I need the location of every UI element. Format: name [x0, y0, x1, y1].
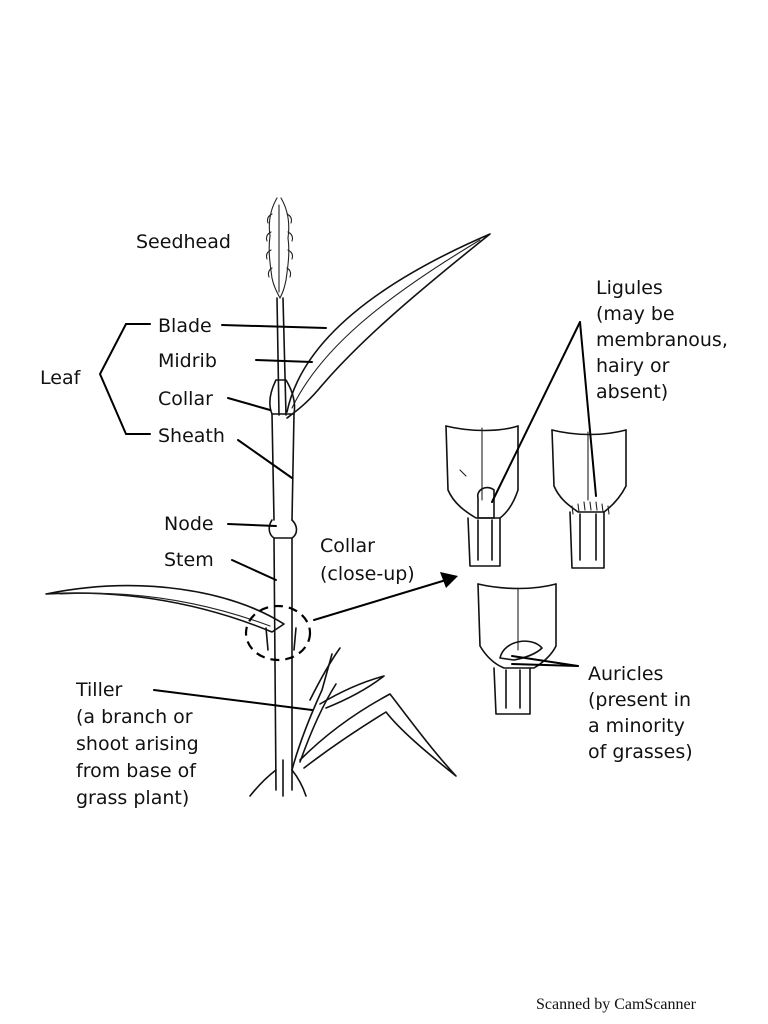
auricles-label: Auricles (present in a minority of grass… [588, 663, 697, 763]
seedhead-label: Seedhead [136, 231, 231, 253]
sheath-drawing [271, 413, 295, 521]
collar-closeup-label: Collar (close-up) [320, 535, 415, 585]
ligule-closeup-right [551, 429, 627, 569]
tiller-drawing [291, 653, 337, 771]
tiller-leader [153, 689, 313, 711]
sheath-leader [237, 439, 293, 479]
tiller-label: Tiller (a branch or shoot arising from b… [75, 679, 205, 809]
node-label: Node [164, 513, 214, 535]
blade-leader [221, 324, 327, 329]
lower-leaf-blade [45, 584, 285, 633]
midrib-leader [255, 359, 313, 363]
leaf-bracket [98, 323, 151, 435]
midrib-label: Midrib [158, 350, 217, 372]
seedhead-drawing [265, 197, 294, 299]
node-drawing [268, 519, 298, 539]
auricle-leader-2 [511, 663, 579, 667]
ligules-label: Ligules (may be membranous, hairy or abs… [596, 277, 734, 403]
auricle-leader-1 [511, 655, 579, 667]
node-leader [227, 523, 277, 527]
ligule-closeup-left [445, 425, 519, 567]
collar-closeup-arrow [313, 579, 447, 621]
leader-lines [98, 321, 597, 711]
plant-base [249, 759, 307, 797]
collar-arrowhead [440, 572, 458, 588]
upper-culm [276, 297, 287, 416]
stem-label: Stem [164, 549, 214, 571]
blade-label: Blade [158, 315, 212, 337]
collar-highlight-circle [244, 604, 312, 662]
collar-label: Collar [158, 388, 213, 410]
upper-leaf-blade [286, 233, 491, 419]
ligule-leader-right [579, 321, 597, 497]
scanner-footer-text: Scanned by CamScanner [536, 996, 696, 1013]
stem-leader [231, 559, 277, 581]
ligule-leader-left [491, 321, 581, 503]
collar-leader [227, 397, 271, 411]
stem-drawing [273, 537, 293, 791]
leaf-label: Leaf [40, 367, 82, 389]
labels: Seedhead Leaf Blade Midrib Collar Sheath… [40, 231, 734, 809]
upper-leaf-midrib [291, 239, 481, 409]
sheath-label: Sheath [158, 425, 225, 447]
auricle-closeup [477, 583, 557, 715]
